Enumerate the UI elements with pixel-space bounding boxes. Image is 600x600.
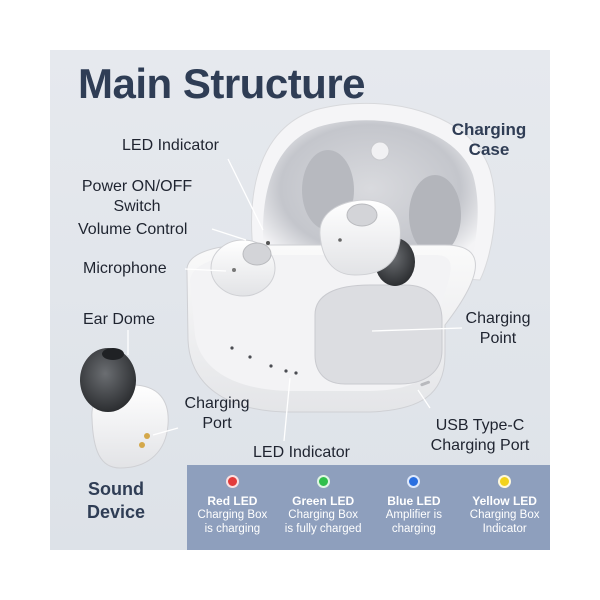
- earbud-in-case-left: [210, 239, 276, 297]
- label-volume-control: Volume Control: [78, 221, 188, 238]
- label-sound-device-line2: Device: [86, 502, 146, 522]
- led-legend-yellow: Yellow LED Charging Box Indicator: [459, 465, 550, 550]
- label-power-switch: Power ON/OFF Switch: [76, 177, 198, 217]
- yellow-led-icon: [498, 475, 512, 488]
- led-desc: Charging Box: [469, 509, 540, 521]
- label-charging-case-line1: Charging: [451, 120, 527, 139]
- led-desc: charging: [391, 523, 436, 535]
- green-led-icon: [316, 475, 330, 488]
- charging-case-lid: [251, 102, 496, 281]
- led-legend-blue: Blue LED Amplifier is charging: [369, 465, 460, 550]
- earbud-in-case-right: [319, 199, 415, 286]
- led-title: Red LED: [207, 494, 258, 508]
- label-usb-type-c: USB Type-C Charging Port: [422, 416, 538, 456]
- label-charging-point-line2: Point: [479, 330, 517, 347]
- label-power-line1: Power ON/OFF: [81, 178, 193, 195]
- label-charging-port-line1: Charging: [184, 395, 250, 412]
- led-desc: Charging Box: [288, 509, 358, 521]
- led-desc: is charging: [204, 523, 261, 535]
- label-ear-dome: Ear Dome: [83, 311, 156, 328]
- label-led-indicator-top: LED Indicator: [122, 137, 219, 154]
- label-microphone: Microphone: [83, 260, 167, 277]
- red-led-icon: [225, 475, 239, 488]
- led-title: Blue LED: [387, 494, 441, 508]
- label-usb-line1: USB Type-C: [435, 417, 525, 434]
- led-desc: Charging Box: [197, 509, 268, 521]
- led-title: Green LED: [292, 494, 355, 508]
- led-desc: Amplifier is: [385, 509, 442, 521]
- label-charging-point-line1: Charging: [465, 310, 531, 327]
- label-sound-device: Sound Device: [76, 478, 156, 524]
- label-charging-point: Charging Point: [460, 309, 536, 349]
- label-power-line2: Switch: [113, 198, 161, 215]
- led-legend-green: Green LED Charging Box is fully charged: [278, 465, 369, 550]
- label-charging-port: Charging Port: [179, 394, 255, 434]
- led-title: Yellow LED: [472, 494, 537, 508]
- led-legend-red: Red LED Charging Box is charging: [187, 465, 278, 550]
- led-desc: is fully charged: [284, 523, 362, 535]
- label-charging-case: Charging Case: [444, 120, 534, 160]
- callout-lines: [127, 158, 463, 442]
- blue-led-icon: [407, 475, 421, 488]
- led-desc: Indicator: [482, 523, 527, 535]
- label-charging-case-line2: Case: [468, 140, 510, 159]
- product-diagram-panel: Main Structure LED Indicator Power ON/OF…: [50, 50, 550, 550]
- label-usb-line2: Charging Port: [430, 437, 530, 454]
- sound-device: [80, 348, 169, 469]
- led-legend: Red LED Charging Box is charging Green L…: [187, 465, 550, 550]
- label-led-indicator-bottom: LED Indicator: [253, 444, 350, 461]
- label-sound-device-line1: Sound: [88, 479, 144, 499]
- product-illustration: [80, 102, 496, 469]
- label-charging-port-line2: Port: [202, 415, 232, 432]
- page-title: Main Structure: [78, 60, 366, 107]
